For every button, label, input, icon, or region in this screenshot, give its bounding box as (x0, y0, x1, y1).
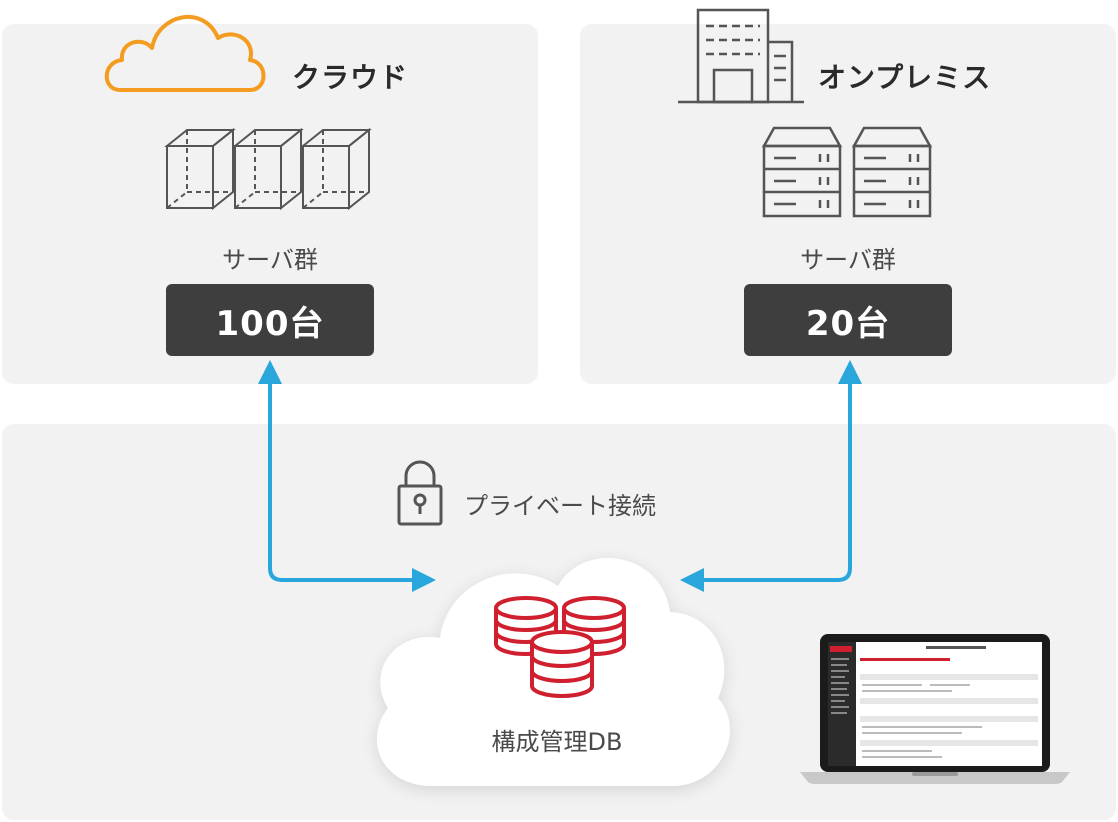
cloud-server-count: 100台 (166, 284, 374, 356)
cloud-server-group-label: サーバ群 (222, 246, 318, 274)
onprem-title: オンプレミス (818, 61, 992, 94)
arrowhead-onprem-top (838, 360, 862, 384)
private-connection-label: プライベート接続 (464, 492, 656, 520)
building-icon (678, 8, 804, 104)
arrowhead-db-left (412, 568, 436, 592)
onprem-server-group-label: サーバ群 (800, 246, 896, 274)
onprem-connection-arrow (692, 372, 852, 582)
lock-icon (397, 460, 443, 526)
cloud-outline-icon (104, 15, 266, 92)
cloud-title: クラウド (292, 61, 409, 94)
virtual-servers-icon (164, 127, 372, 211)
cmdb-label: 構成管理DB (491, 728, 623, 756)
arrowhead-cloud-top (258, 360, 282, 384)
database-icon (494, 596, 626, 698)
cloud-connection-arrow (268, 372, 424, 582)
onprem-server-count: 20台 (744, 284, 952, 356)
laptop-icon (800, 634, 1070, 784)
arrowhead-db-right (680, 568, 704, 592)
physical-servers-icon (761, 126, 933, 218)
